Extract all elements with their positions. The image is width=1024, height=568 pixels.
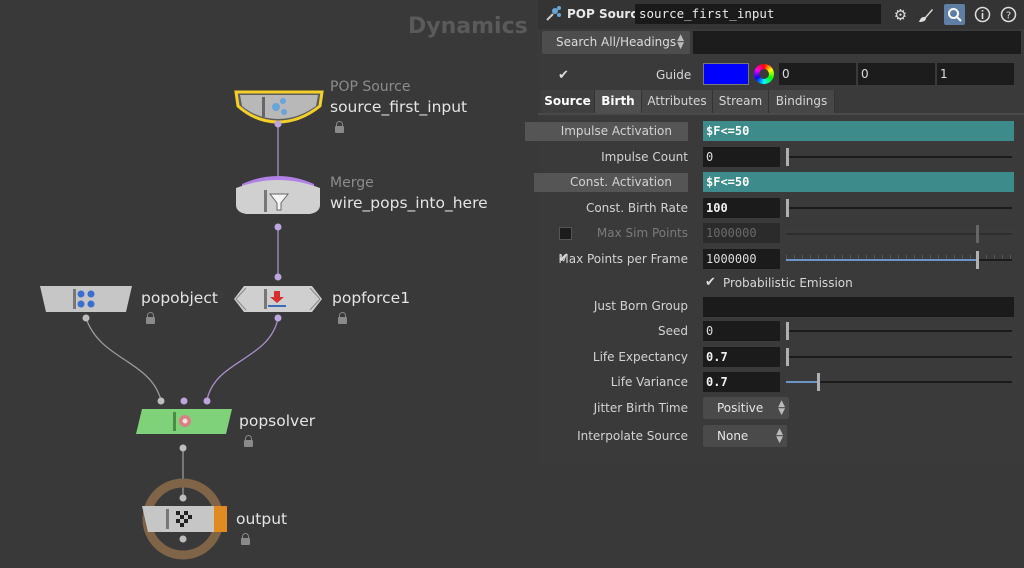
just-born-group-label: Just Born Group	[593, 299, 688, 313]
max-sim-points-field[interactable]: 1000000	[703, 223, 780, 243]
life-expectancy-slider[interactable]	[786, 348, 1012, 366]
impulse-count-label: Impulse Count	[601, 150, 688, 164]
guide-green-field[interactable]: 0	[858, 63, 935, 85]
max-points-per-frame-checkbox[interactable]: ✔	[558, 251, 569, 266]
max-sim-points-label: Max Sim Points	[596, 226, 688, 240]
probabilistic-emission-checkbox[interactable]: ✔	[705, 275, 716, 290]
tab-birth[interactable]: Birth	[595, 90, 642, 113]
tab-divider	[538, 113, 1024, 115]
node-name-label: popobject	[141, 289, 218, 307]
node-type-label: Merge	[330, 175, 374, 191]
max-sim-points-checkbox[interactable]	[559, 227, 572, 240]
max-points-per-frame-ticks	[786, 255, 1012, 261]
guide-blue-field[interactable]: 1	[937, 63, 1014, 85]
svg-text:?: ?	[1006, 11, 1011, 22]
color-wheel-icon[interactable]	[754, 64, 774, 84]
life-variance-slider[interactable]	[786, 373, 1012, 391]
updown-arrow-icon: ▲▼	[778, 399, 785, 417]
seed-label: Seed	[658, 324, 688, 338]
max-points-per-frame-slider[interactable]	[786, 251, 1012, 269]
seed-slider[interactable]	[786, 322, 1012, 340]
parameter-tabs: Source Birth Attributes Stream Bindings	[538, 90, 1024, 113]
search-mode-dropdown[interactable]: Search All/Headings ▲▼	[542, 31, 690, 54]
interpolate-source-menu[interactable]: None ▲▼	[703, 425, 787, 447]
info-icon[interactable]	[972, 4, 993, 25]
guide-label: Guide	[656, 68, 692, 82]
jitter-birth-time-menu[interactable]: Positive ▲▼	[703, 397, 789, 419]
context-label: Dynamics	[408, 14, 528, 39]
node-type-title: POP Source	[567, 7, 646, 21]
const-activation-label[interactable]: Const. Activation	[534, 173, 688, 192]
node-popsolver[interactable]	[136, 397, 232, 452]
brush-icon[interactable]	[915, 4, 936, 25]
impulse-activation-field[interactable]: $F<=50	[703, 121, 1014, 141]
const-birth-rate-field[interactable]: 100	[703, 198, 780, 218]
lock-icon[interactable]	[146, 312, 155, 324]
tab-stream[interactable]: Stream	[713, 90, 769, 113]
lock-icon[interactable]	[244, 435, 253, 447]
max-points-per-frame-label: Max Points per Frame	[558, 252, 688, 266]
node-type-label: POP Source	[330, 79, 411, 95]
lock-icon[interactable]	[335, 121, 344, 133]
life-variance-label: Life Variance	[610, 375, 688, 389]
tab-bindings[interactable]: Bindings	[769, 90, 835, 113]
probabilistic-emission-label: Probabilistic Emission	[723, 276, 853, 290]
network-graph[interactable]	[0, 0, 540, 568]
guide-checkbox[interactable]: ✔	[558, 68, 569, 83]
seed-field[interactable]: 0	[703, 321, 780, 341]
jitter-birth-time-value: Positive	[717, 401, 764, 415]
node-popforce[interactable]	[234, 273, 322, 322]
const-birth-rate-slider[interactable]	[786, 199, 1012, 217]
search-mode-label: Search All/Headings	[556, 35, 677, 49]
tab-source[interactable]: Source	[541, 90, 595, 113]
node-name-label: wire_pops_into_here	[330, 194, 488, 212]
guide-color-swatch[interactable]	[703, 63, 749, 85]
impulse-count-slider[interactable]	[786, 148, 1012, 166]
pop-source-icon	[546, 6, 561, 21]
life-variance-field[interactable]: 0.7	[703, 372, 780, 392]
node-name-field[interactable]: source_first_input	[635, 4, 881, 24]
const-activation-field[interactable]: $F<=50	[703, 172, 1014, 192]
search-icon[interactable]	[944, 4, 965, 25]
max-points-per-frame-field[interactable]: 1000000	[703, 249, 780, 269]
life-expectancy-label: Life Expectancy	[592, 350, 688, 364]
node-merge[interactable]	[236, 176, 320, 231]
node-name-label: source_first_input	[330, 98, 468, 116]
just-born-group-field[interactable]	[703, 297, 1014, 317]
interpolate-source-value: None	[717, 429, 749, 443]
jitter-birth-time-label: Jitter Birth Time	[593, 401, 688, 415]
node-name-label: popsolver	[239, 412, 316, 430]
impulse-count-field[interactable]: 0	[703, 147, 780, 167]
node-name-label: popforce1	[332, 289, 411, 307]
parameter-search-input[interactable]	[693, 31, 1021, 54]
node-output[interactable]	[142, 478, 227, 560]
lock-icon[interactable]	[241, 533, 250, 545]
max-sim-points-slider[interactable]	[786, 225, 1012, 243]
lock-icon[interactable]	[338, 312, 347, 324]
guide-red-field[interactable]: 0	[779, 63, 856, 85]
life-expectancy-field[interactable]: 0.7	[703, 347, 780, 367]
node-name-label: output	[236, 510, 288, 528]
const-birth-rate-label: Const. Birth Rate	[585, 201, 688, 215]
impulse-activation-label[interactable]: Impulse Activation	[524, 122, 688, 141]
gear-icon[interactable]: ⚙	[893, 5, 908, 24]
panel-header: POP Source source_first_input ⚙ ?	[538, 0, 1024, 29]
updown-arrow-icon: ▲▼	[776, 427, 783, 445]
updown-arrow-icon: ▲▼	[677, 33, 684, 51]
tab-attributes[interactable]: Attributes	[642, 90, 713, 113]
parameter-panel: POP Source source_first_input ⚙ ? Search…	[524, 0, 1024, 465]
node-popobject[interactable]	[40, 286, 132, 322]
node-pop-source[interactable]	[234, 90, 324, 128]
interpolate-source-label: Interpolate Source	[577, 429, 688, 443]
help-icon[interactable]: ?	[998, 4, 1019, 25]
